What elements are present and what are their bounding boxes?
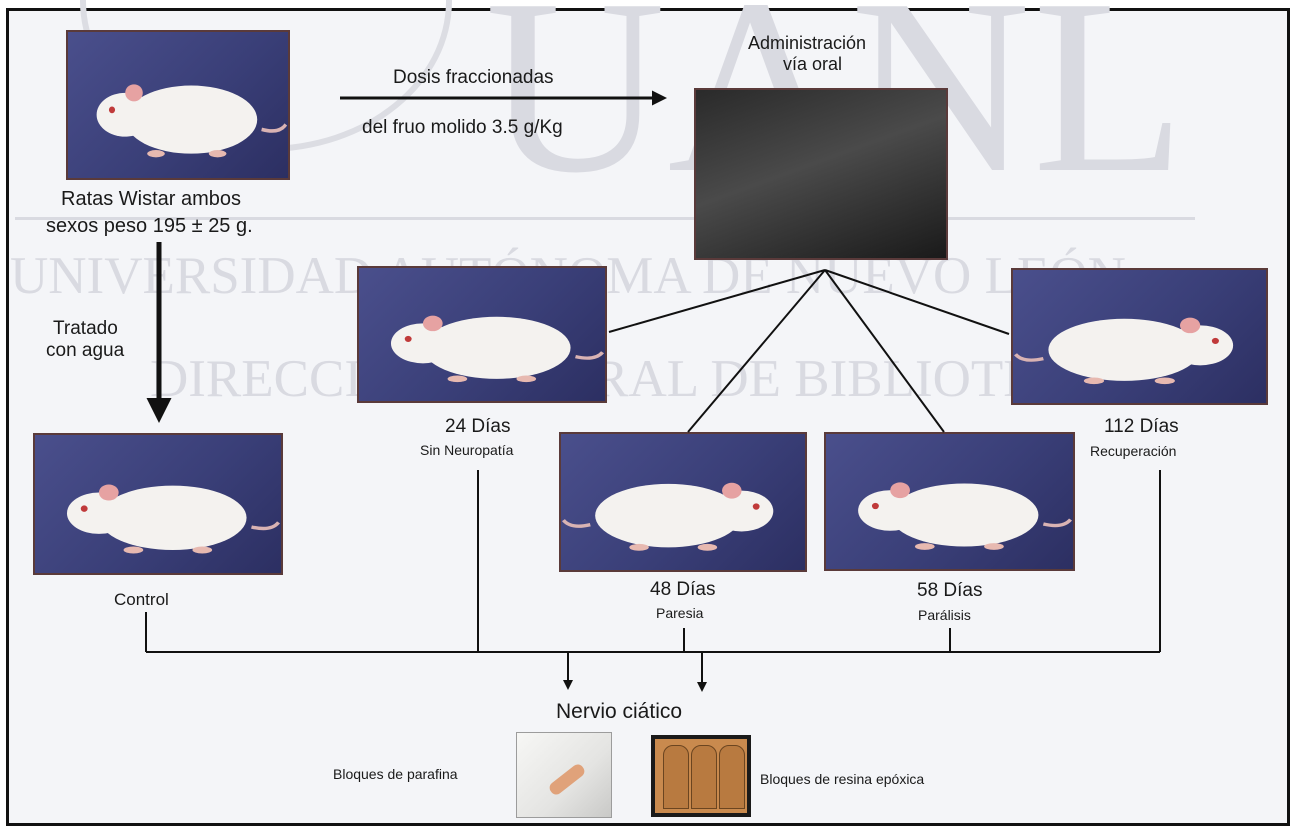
photo-control-rat [33,433,283,575]
water-label-line2: con agua [46,340,124,362]
photo-rat-58-days [824,432,1075,571]
paraffin-label: Bloques de parafina [333,766,458,782]
watermark-direction-name: DIRECCIÓN GENERAL DE BIBLIOTECAS [150,353,1139,406]
stage-48-day: 48 Días [650,579,715,601]
photo-wistar-rat [66,30,290,180]
stage-112-day: 112 Días [1104,416,1179,438]
paraffin-block-image [516,732,612,818]
stage-58-desc: Parálisis [918,607,971,623]
start-label-line2: sexos peso 195 ± 25 g. [46,215,253,238]
rat-illustration [561,434,805,570]
paraffin-tissue-sample [547,762,587,797]
epoxy-label: Bloques de resina epóxica [760,771,924,787]
admin-label-line1: Administración [748,33,866,54]
dose-label-line1: Dosis fraccionadas [393,67,554,89]
photo-oral-administration [694,88,948,260]
rat-illustration [359,268,605,401]
photo-rat-24-days [357,266,607,403]
water-label-line1: Tratado [53,318,118,340]
target-label: Nervio ciático [556,700,682,724]
rat-illustration [68,32,288,178]
photo-rat-48-days [559,432,807,572]
photo-rat-112-days [1011,268,1268,405]
stage-24-day: 24 Días [445,416,510,438]
start-label-line1: Ratas Wistar ambos [61,188,241,211]
stage-24-desc: Sin Neuropatía [420,442,513,458]
stage-48-desc: Paresia [656,605,703,621]
stage-112-desc: Recuperación [1090,443,1176,459]
control-label: Control [114,590,169,610]
rat-illustration [1013,270,1266,403]
stage-58-day: 58 Días [917,580,982,602]
rat-illustration [826,434,1073,569]
dose-label-line2: del fruo molido 3.5 g/Kg [362,117,563,139]
epoxy-block-image [651,735,751,817]
rat-illustration [35,435,281,573]
admin-label-line2: vía oral [783,54,842,75]
